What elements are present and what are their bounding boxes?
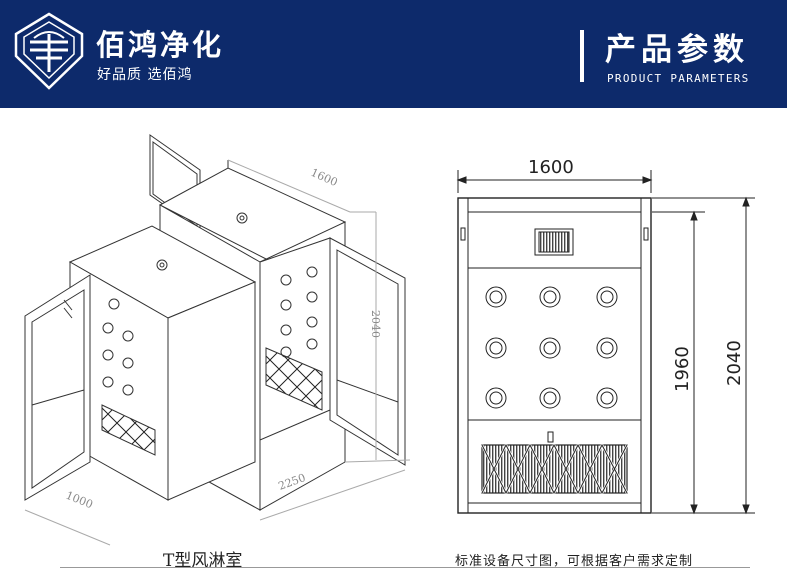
header-banner: 佰鸿净化 好品质 选佰鸿 产品参数 PRODUCT PARAMETERS [0, 0, 787, 108]
front-dim-inner-height: 1960 [672, 346, 693, 392]
brand-logo-icon [14, 12, 84, 90]
isometric-view [24, 134, 411, 546]
iso-dim-depth: 1000 [64, 489, 95, 512]
product-name-caption: T型风淋室 [163, 551, 243, 571]
brand-name: 佰鸿净化 [96, 28, 225, 62]
front-dim-width: 1600 [528, 157, 574, 178]
section-title: 产品参数 [605, 32, 749, 68]
caption-baseline [60, 567, 750, 568]
iso-dim-width: 1600 [309, 166, 340, 189]
iso-dim-height: 2040 [369, 310, 382, 338]
section-subtitle: PRODUCT PARAMETERS [607, 72, 750, 85]
front-dim-total-height: 2040 [724, 340, 745, 386]
custom-note-caption: 标准设备尺寸图，可根据客户需求定制 [455, 554, 694, 569]
technical-drawing: 1600 2040 2250 1000 [24, 134, 755, 546]
header-divider [580, 30, 584, 82]
brand-slogan: 好品质 选佰鸿 [97, 67, 193, 83]
front-view [456, 170, 755, 515]
